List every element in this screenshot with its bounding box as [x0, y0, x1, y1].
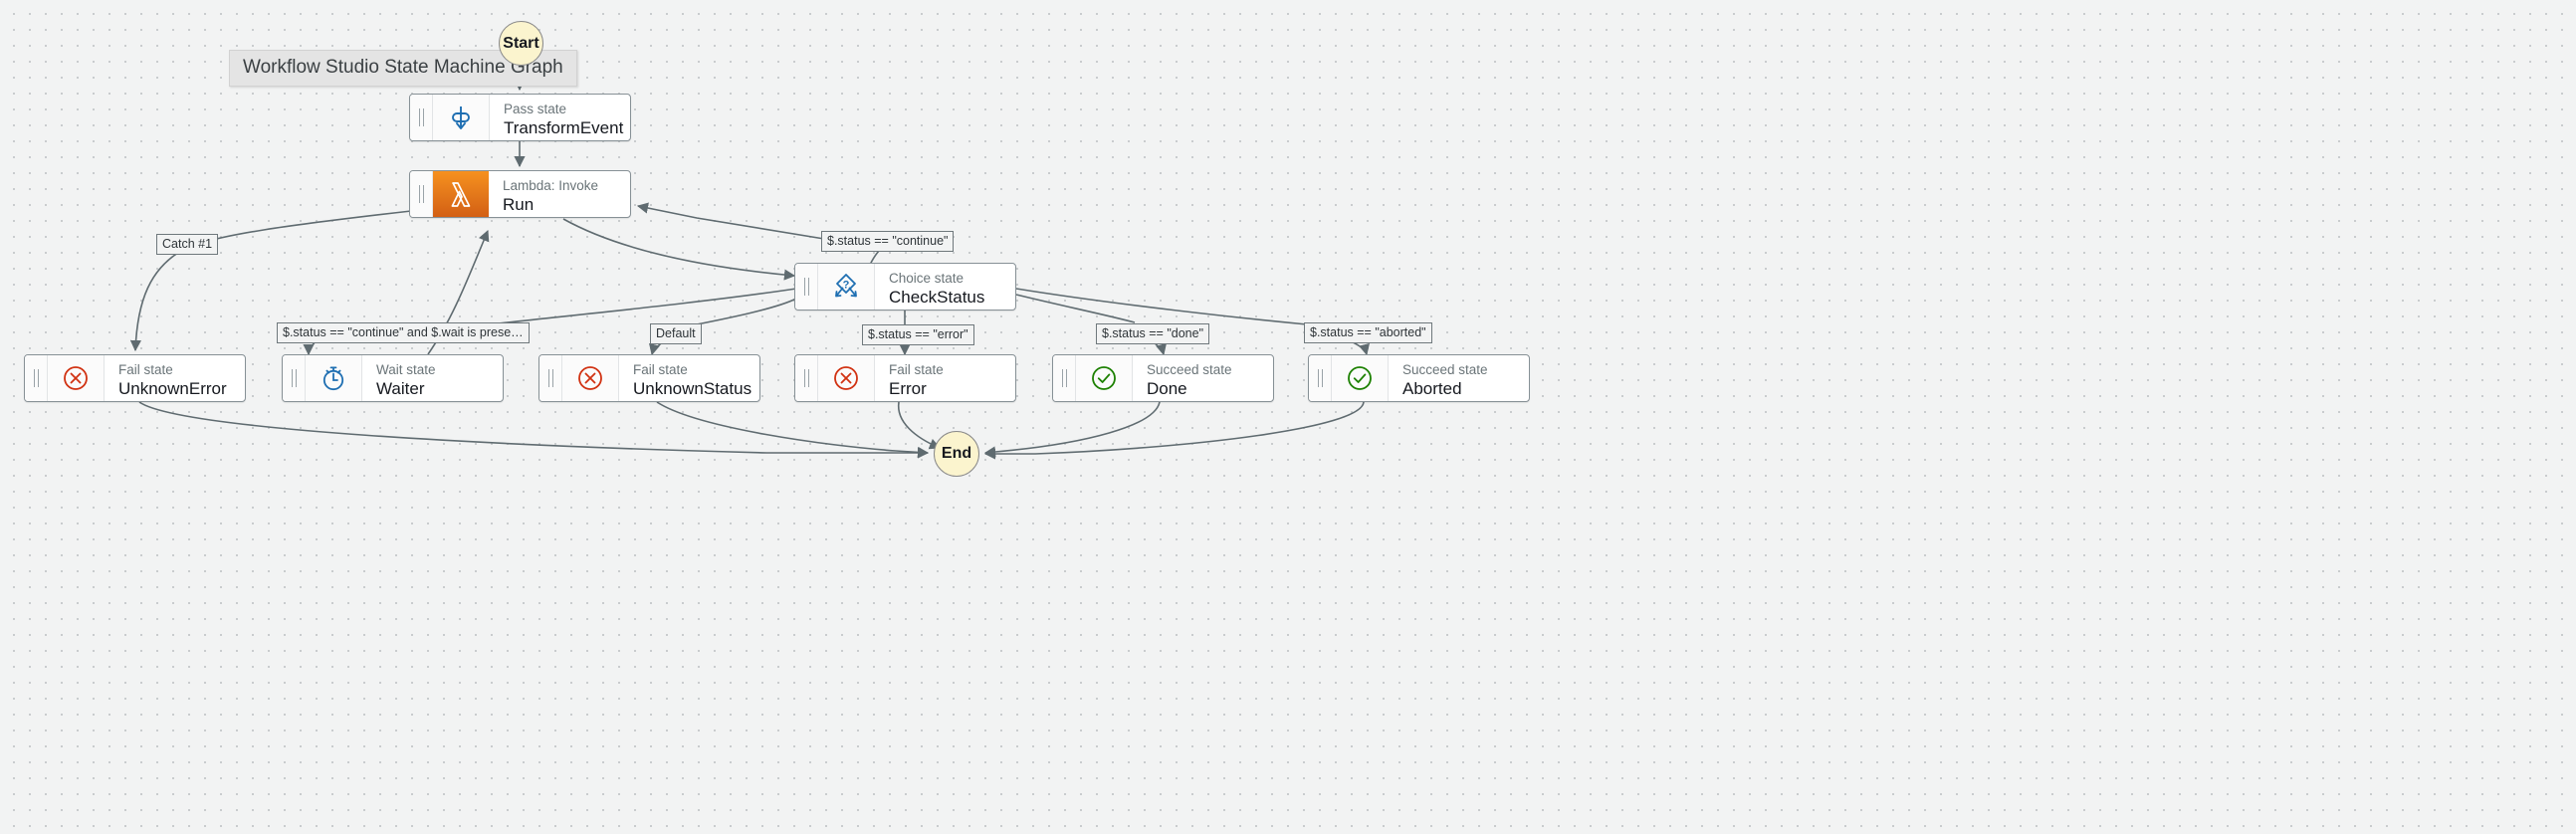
drag-handle-icon[interactable] [1053, 355, 1076, 401]
edge-run-checkstatus [562, 218, 796, 281]
state-type-label: Pass state [504, 101, 567, 116]
state-name-label: Done [1147, 378, 1187, 398]
edge-label-catch1[interactable]: Catch #1 [156, 234, 219, 255]
state-name-label: Waiter [376, 378, 425, 398]
drag-handle-icon[interactable] [25, 355, 48, 401]
state-type-label: Fail state [889, 361, 944, 377]
state-node-run[interactable]: Lambda: Invoke Run [409, 170, 631, 218]
state-node-unknownerror[interactable]: Fail state UnknownError [24, 354, 246, 402]
drag-handle-icon[interactable] [410, 171, 433, 217]
edge-label-default[interactable]: Default [650, 323, 702, 344]
end-node-label: End [941, 445, 972, 462]
state-type-label: Lambda: Invoke [503, 177, 599, 193]
edge-label-error[interactable]: $.status == "error" [862, 324, 974, 345]
state-type-label: Fail state [633, 361, 688, 377]
drag-handle-icon[interactable] [795, 355, 818, 401]
drag-handle-icon[interactable] [539, 355, 562, 401]
state-node-aborted[interactable]: Succeed state Aborted [1308, 354, 1530, 402]
state-node-error[interactable]: Fail state Error [794, 354, 1016, 402]
succeed-state-icon [1332, 355, 1389, 401]
fail-state-icon [562, 355, 619, 401]
edge-label-done[interactable]: $.status == "done" [1096, 323, 1210, 344]
state-node-transformevent[interactable]: Pass state TransformEvent [409, 94, 631, 141]
edge-label-continue-wait[interactable]: $.status == "continue" and $.wait is pre… [277, 322, 530, 343]
state-type-label: Succeed state [1402, 361, 1488, 377]
pass-state-icon [433, 95, 490, 140]
drag-handle-icon[interactable] [795, 264, 818, 310]
succeed-state-icon [1076, 355, 1133, 401]
state-type-label: Succeed state [1147, 361, 1232, 377]
edge-aborted-end [983, 401, 1365, 460]
state-type-label: Fail state [118, 361, 173, 377]
end-node[interactable]: End [934, 431, 979, 477]
svg-text:?: ? [843, 280, 850, 292]
state-name-label: UnknownStatus [633, 378, 752, 398]
state-name-label: CheckStatus [889, 287, 985, 307]
state-name-label: Run [503, 194, 535, 214]
state-node-done[interactable]: Succeed state Done [1052, 354, 1274, 402]
drag-handle-icon[interactable] [283, 355, 306, 401]
edge-checkstatus-waiter [309, 288, 797, 354]
choice-state-icon: ? [818, 264, 875, 310]
drag-handle-icon[interactable] [410, 95, 433, 140]
fail-state-icon [818, 355, 875, 401]
state-node-checkstatus[interactable]: ? Choice state CheckStatus [794, 263, 1016, 311]
edge-label-continue[interactable]: $.status == "continue" [821, 231, 955, 252]
edge-checkstatus-aborted [1015, 288, 1367, 354]
edge-error-end [898, 401, 942, 450]
fail-state-icon [48, 355, 105, 401]
graph-title-chip: Workflow Studio State Machine Graph [229, 50, 577, 87]
aws-lambda-icon [433, 171, 489, 217]
edge-unknownerror-end [138, 401, 930, 459]
state-node-waiter[interactable]: Wait state Waiter [282, 354, 504, 402]
state-type-label: Choice state [889, 270, 965, 286]
state-name-label: Aborted [1402, 378, 1462, 398]
state-node-unknownstatus[interactable]: Fail state UnknownStatus [538, 354, 760, 402]
state-name-label: TransformEvent [504, 117, 624, 137]
state-name-label: Error [889, 378, 927, 398]
edge-label-aborted[interactable]: $.status == "aborted" [1304, 322, 1432, 343]
start-node-label: Start [503, 34, 539, 52]
edge-done-end [983, 401, 1161, 458]
drag-handle-icon[interactable] [1309, 355, 1332, 401]
state-type-label: Wait state [376, 361, 436, 377]
wait-state-icon [306, 355, 362, 401]
start-node[interactable]: Start [499, 21, 543, 66]
edge-unknownstatus-end [656, 401, 930, 458]
state-name-label: UnknownError [118, 378, 227, 398]
